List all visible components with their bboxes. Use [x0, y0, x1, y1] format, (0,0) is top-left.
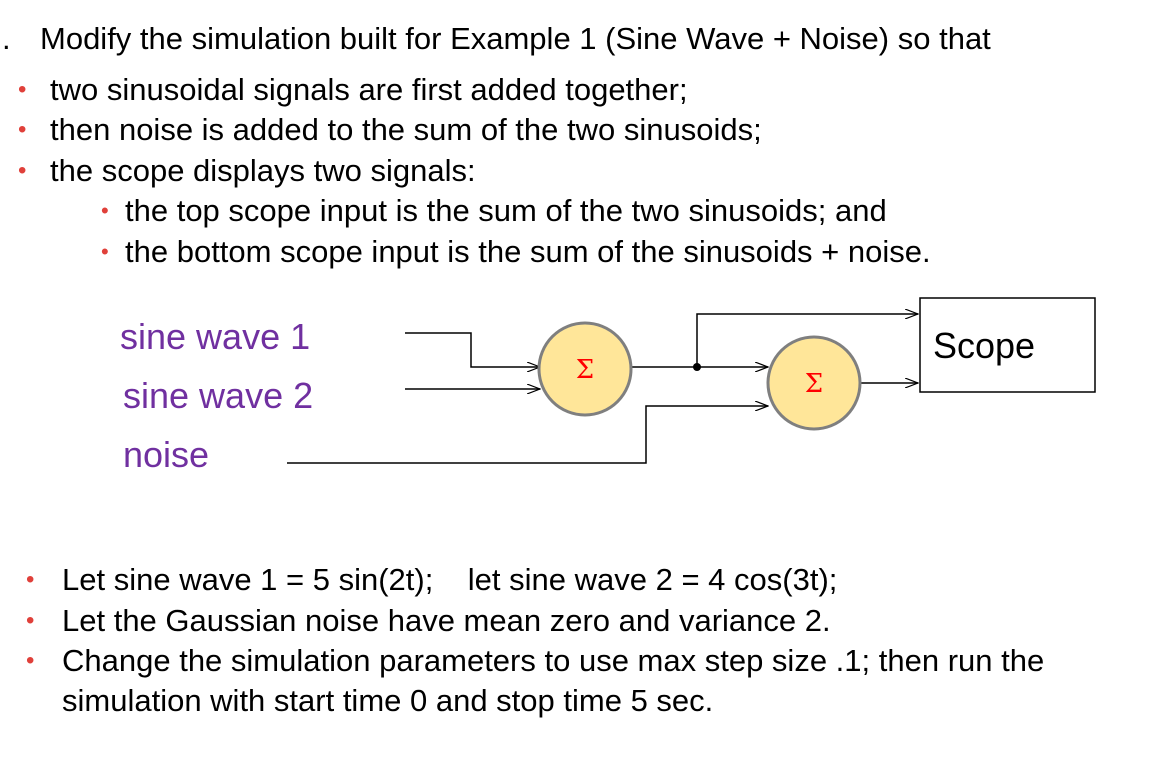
bullet-marker: • — [18, 76, 27, 103]
bullet-marker: • — [26, 647, 35, 674]
bullet-marker: • — [18, 116, 27, 143]
sub-bullet-item: the bottom scope input is the sum of the… — [125, 234, 931, 269]
intro-marker: . — [2, 21, 11, 56]
sub-bullet-marker: • — [101, 198, 109, 223]
bullet-marker: • — [26, 607, 35, 634]
sum-block-1-symbol: Σ — [576, 355, 594, 385]
sum-block-1 — [537, 321, 633, 417]
bullet-item: then noise is added to the sum of the tw… — [50, 112, 762, 147]
input-label-sine-wave-2: sine wave 2 — [123, 375, 314, 416]
intro-text: Modify the simulation built for Example … — [40, 21, 991, 56]
bullet-marker: • — [26, 566, 35, 593]
instruction-item-continuation: simulation with start time 0 and stop ti… — [62, 683, 714, 718]
wire-branch-to-scope-top — [696, 314, 918, 367]
wire-noise — [287, 406, 768, 464]
sub-bullet-marker: • — [101, 239, 109, 264]
input-label-noise: noise — [123, 434, 210, 475]
sum-block-2-symbol: Σ — [805, 369, 823, 399]
instruction-item: Change the simulation parameters to use … — [62, 643, 1045, 678]
bullet-item: two sinusoidal signals are first added t… — [50, 72, 688, 107]
scope-block — [919, 297, 1096, 393]
bullet-item: the scope displays two signals: — [50, 153, 476, 188]
sub-bullet-item: the top scope input is the sum of the tw… — [125, 193, 887, 228]
bullet-marker: • — [18, 157, 27, 184]
sum-block-2 — [766, 335, 862, 431]
scope-label: Scope — [933, 325, 1035, 366]
instruction-item: Let the Gaussian noise have mean zero an… — [62, 603, 831, 638]
junction-dot — [693, 363, 701, 371]
input-label-sine-wave-1: sine wave 1 — [120, 316, 311, 357]
wire-sine-wave-1 — [405, 332, 540, 367]
instruction-item: Let sine wave 1 = 5 sin(2t); let sine wa… — [62, 562, 838, 597]
